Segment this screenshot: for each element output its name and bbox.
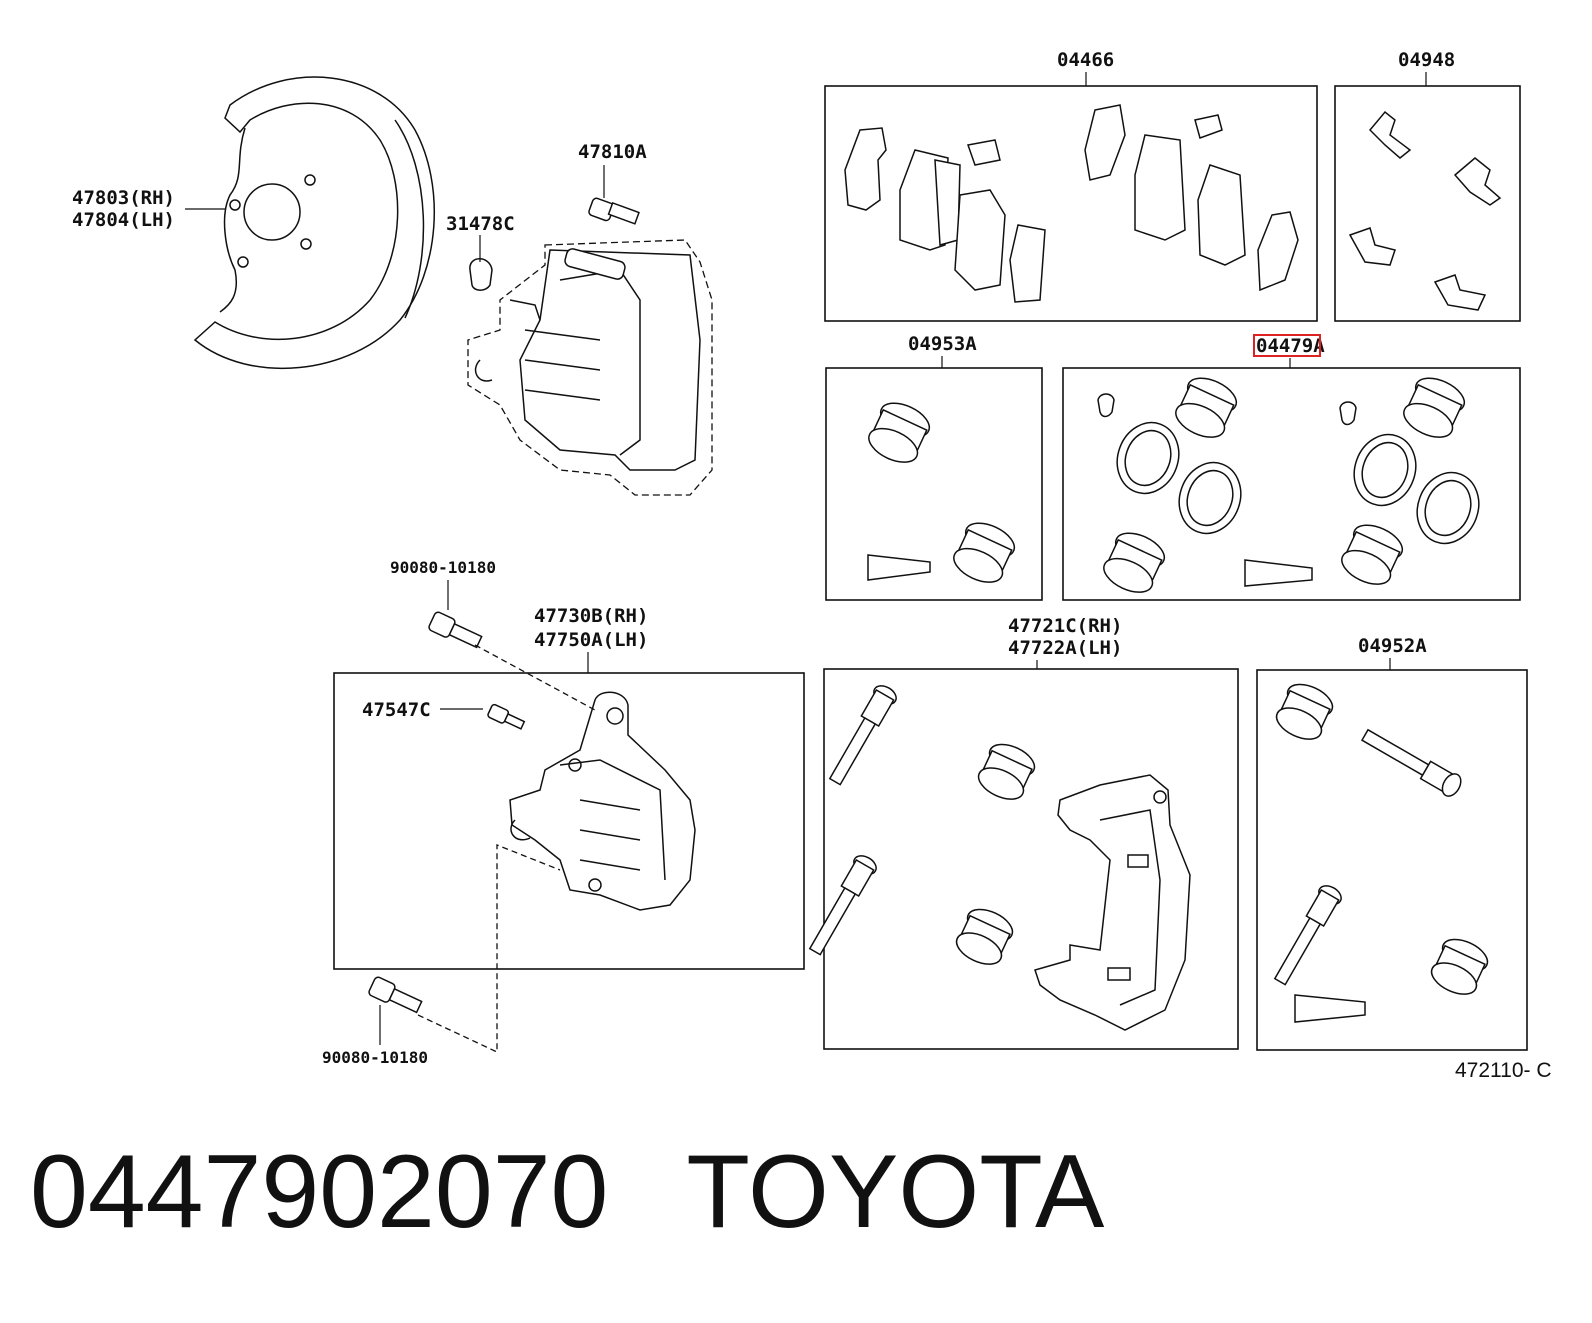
pad-clip-parts: [1348, 110, 1502, 311]
leader-lines: [185, 72, 1427, 673]
callout-04948: 04948: [1398, 49, 1455, 71]
callout-04479a: 04479A: [1256, 335, 1325, 357]
figure-reference: 472110- C: [1455, 1059, 1552, 1082]
callout-04466: 04466: [1057, 49, 1114, 71]
cap-31478c-drawing: [469, 235, 493, 291]
brand-name: TOYOTA: [686, 1134, 1105, 1250]
callout-backing-plate-rh: 47803(RH): [72, 187, 175, 209]
backing-plate-drawing: [193, 76, 435, 370]
callout-backing-plate-lh: 47804(LH): [72, 209, 175, 231]
callout-04953a: 04953A: [908, 333, 977, 355]
bolt-lower-drawing: [368, 844, 561, 1054]
callout-mounting-rh: 47721C(RH): [1008, 615, 1122, 637]
mounting-box: [823, 668, 1239, 1050]
bolt-upper-drawing: [428, 580, 596, 711]
caliper-box: [333, 672, 805, 970]
bolt-47810a-drawing: [588, 165, 640, 225]
cylinder-kit-box: [1062, 367, 1521, 601]
boot-kit-04953a-parts: [867, 402, 1016, 583]
boot-kit-04953a-box: [825, 367, 1043, 601]
callout-caliper-rh: 47730B(RH): [534, 605, 648, 627]
callout-mounting-lh: 47722A(LH): [1008, 637, 1122, 659]
caliper-drawing: [440, 691, 696, 911]
callout-47810a: 47810A: [578, 141, 647, 163]
boot-kit-04952a-box: [1256, 669, 1528, 1051]
callout-highlight: [1253, 334, 1321, 357]
callout-47547c: 47547C: [362, 699, 431, 721]
callout-bolt-lower: 90080-10180: [322, 1048, 428, 1067]
cylinder-kit-parts: [1097, 377, 1480, 593]
pad-clip-kit-box: [1334, 85, 1521, 322]
upper-caliper-drawing: [467, 239, 713, 496]
pad-kit-box: [824, 85, 1318, 322]
part-number: 0447902070: [30, 1134, 609, 1250]
boot-kit-04952a-parts: [1273, 683, 1489, 1023]
callout-31478c: 31478C: [446, 213, 515, 235]
callout-04952a: 04952A: [1358, 635, 1427, 657]
callout-caliper-lh: 47750A(LH): [534, 629, 648, 651]
pad-kit-parts: [844, 104, 1299, 303]
mounting-drawing: [808, 685, 1191, 1031]
callout-bolt-upper: 90080-10180: [390, 558, 496, 577]
